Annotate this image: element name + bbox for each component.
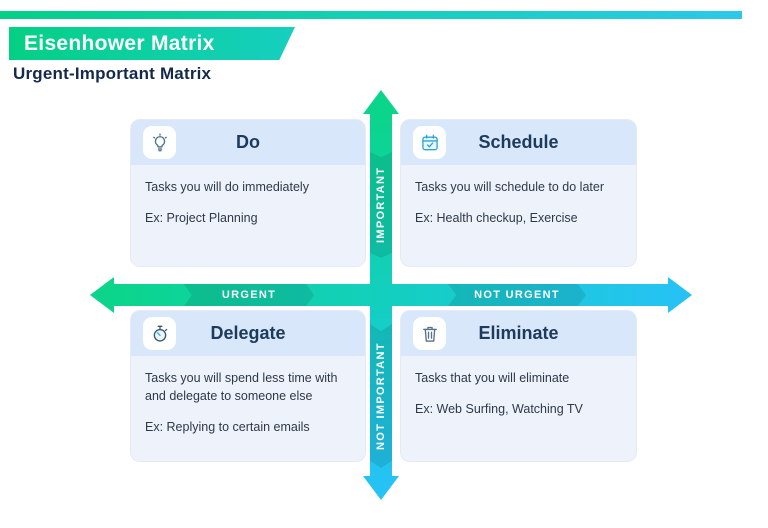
not-urgent-chevron-segment — [448, 284, 586, 306]
arrowhead-right-icon — [668, 277, 692, 313]
axis-label-not-important: NOT IMPORTANT — [375, 342, 387, 450]
axis-label-important: IMPORTANT — [375, 166, 387, 244]
calendar-icon — [413, 126, 446, 159]
arrowhead-down-icon — [363, 476, 399, 500]
quadrant-do: Do Tasks you will do immediately Ex: Pro… — [130, 119, 366, 267]
quadrant-eliminate-title: Eliminate — [478, 323, 559, 343]
quadrant-eliminate-example: Ex: Web Surfing, Watching TV — [415, 402, 583, 417]
top-accent-bar — [0, 11, 742, 19]
urgent-chevron-segment — [184, 284, 314, 306]
page-title: Eisenhower Matrix — [24, 31, 215, 55]
quadrant-eliminate-description: Tasks that you will eliminate — [415, 371, 570, 385]
quadrant-schedule-body: Tasks you will schedule to do later Ex: … — [401, 165, 636, 253]
quadrant-eliminate-header: Eliminate — [401, 311, 636, 356]
important-chevron-segment — [370, 152, 392, 258]
quadrant-delegate-example: Ex: Replying to certain emails — [145, 420, 310, 435]
quadrant-do-header: Do — [131, 120, 365, 165]
axis-label-urgent: URGENT — [221, 289, 277, 301]
stopwatch-icon — [143, 317, 176, 350]
quadrant-delegate-header: Delegate — [131, 311, 365, 356]
quadrant-do-title: Do — [236, 132, 260, 152]
quadrant-eliminate: Eliminate Tasks that you will eliminate … — [400, 310, 637, 462]
quadrant-schedule-description: Tasks you will schedule to do later — [415, 180, 604, 194]
quadrant-do-example: Ex: Project Planning — [145, 211, 258, 226]
trash-icon — [413, 317, 446, 350]
quadrant-schedule-title: Schedule — [478, 132, 559, 152]
quadrant-delegate-description: Tasks you will spend less time with and … — [145, 371, 338, 404]
quadrant-delegate-body: Tasks you will spend less time with and … — [131, 356, 365, 462]
quadrant-eliminate-body: Tasks that you will eliminate Ex: Web Su… — [401, 356, 636, 444]
not-important-chevron-segment — [370, 324, 392, 468]
lightbulb-icon — [143, 126, 176, 159]
quadrant-do-description: Tasks you will do immediately — [145, 180, 309, 194]
title-ribbon: Eisenhower Matrix — [9, 27, 295, 60]
page-subtitle: Urgent-Important Matrix — [13, 64, 212, 83]
horizontal-axis — [112, 284, 670, 306]
quadrant-schedule: Schedule Tasks you will schedule to do l… — [400, 119, 637, 267]
quadrant-do-body: Tasks you will do immediately Ex: Projec… — [131, 165, 365, 253]
quadrant-schedule-header: Schedule — [401, 120, 636, 165]
quadrant-schedule-example: Ex: Health checkup, Exercise — [415, 211, 578, 226]
quadrant-delegate: Delegate Tasks you will spend less time … — [130, 310, 366, 462]
quadrant-delegate-title: Delegate — [210, 323, 286, 343]
arrowhead-left-icon — [90, 277, 114, 313]
arrowhead-up-icon — [363, 90, 399, 114]
axis-label-not-urgent: NOT URGENT — [474, 289, 560, 301]
